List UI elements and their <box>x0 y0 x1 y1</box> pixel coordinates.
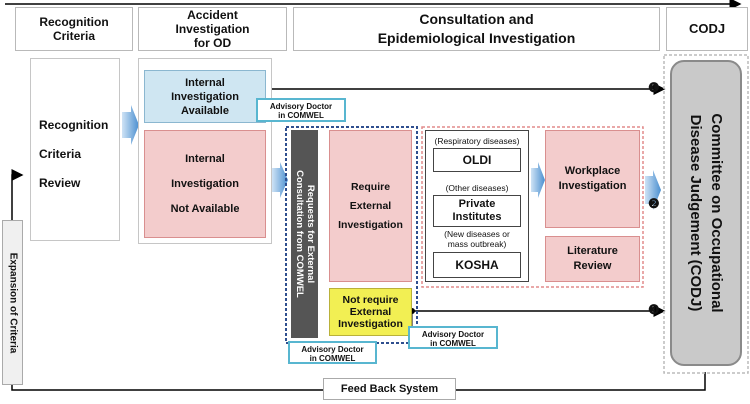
respiratory-diseases-label: (Respiratory diseases) <box>434 136 520 146</box>
advisory-doctor-callout-1: Advisory Doctor in COMWEL <box>256 98 346 122</box>
review-line-3: Review <box>39 176 81 190</box>
flow-arrow-3 <box>531 162 545 198</box>
kosha-box: KOSHA <box>433 252 521 278</box>
codj-dashed-frame <box>663 54 749 374</box>
expansion-of-criteria-label: Expansion of Criteria <box>7 252 18 353</box>
private-institutes-box: Private Institutes <box>433 195 521 227</box>
workplace-investigation-box: Workplace Investigation <box>545 130 640 228</box>
other-diseases-label: (Other diseases) <box>445 183 509 193</box>
marker-2: ❷ <box>648 196 660 211</box>
literature-review-box: Literature Review <box>545 236 640 282</box>
require-external-investigation-box: Require External Investigation <box>329 130 412 282</box>
header-accident-investigation: Accident Investigation for OD <box>138 7 287 51</box>
recognition-criteria-review-box: Recognition Criteria Review <box>30 58 120 241</box>
feedback-system-label: Feed Back System <box>323 378 456 400</box>
requests-external-consultation-bar: Requests for External Consultation from … <box>291 130 318 338</box>
header-codj: CODJ <box>666 7 748 51</box>
codj-label: Committee on Occupational Disease Judgem… <box>687 113 725 313</box>
internal-investigation-not-available-box: Internal Investigation Not Available <box>144 130 266 238</box>
internal-investigation-available-box: Internal Investigation Available <box>144 70 266 123</box>
institutes-dashed-box <box>421 126 644 288</box>
institutes-box: (Respiratory diseases) OLDI (Other disea… <box>425 130 529 282</box>
new-diseases-label: (New diseases or mass outbreak) <box>444 229 510 249</box>
review-line-2: Criteria <box>39 147 82 161</box>
expansion-of-criteria-box: Expansion of Criteria <box>2 220 23 385</box>
advisory-doctor-callout-3: Advisory Doctor in COMWEL <box>288 341 377 364</box>
header-consultation: Consultation and Epidemiological Investi… <box>293 7 660 51</box>
feedback-line <box>11 169 706 391</box>
flow-arrow-4 <box>645 170 661 210</box>
flow-arrow-1 <box>122 105 139 145</box>
marker-3: ❸ <box>648 302 660 317</box>
flow-arrow-2 <box>272 162 288 198</box>
codj-box: Committee on Occupational Disease Judgem… <box>670 60 742 366</box>
header-recognition-criteria: Recognition Criteria <box>15 7 133 51</box>
review-line-1: Recognition <box>39 118 109 132</box>
oldi-box: OLDI <box>433 148 521 172</box>
not-require-external-investigation-box: Not require External Investigation <box>329 288 412 336</box>
advisory-doctor-callout-2: Advisory Doctor in COMWEL <box>408 326 498 349</box>
marker-1: ❶ <box>648 80 660 95</box>
requests-external-consultation-label: Requests for External Consultation from … <box>293 170 316 298</box>
